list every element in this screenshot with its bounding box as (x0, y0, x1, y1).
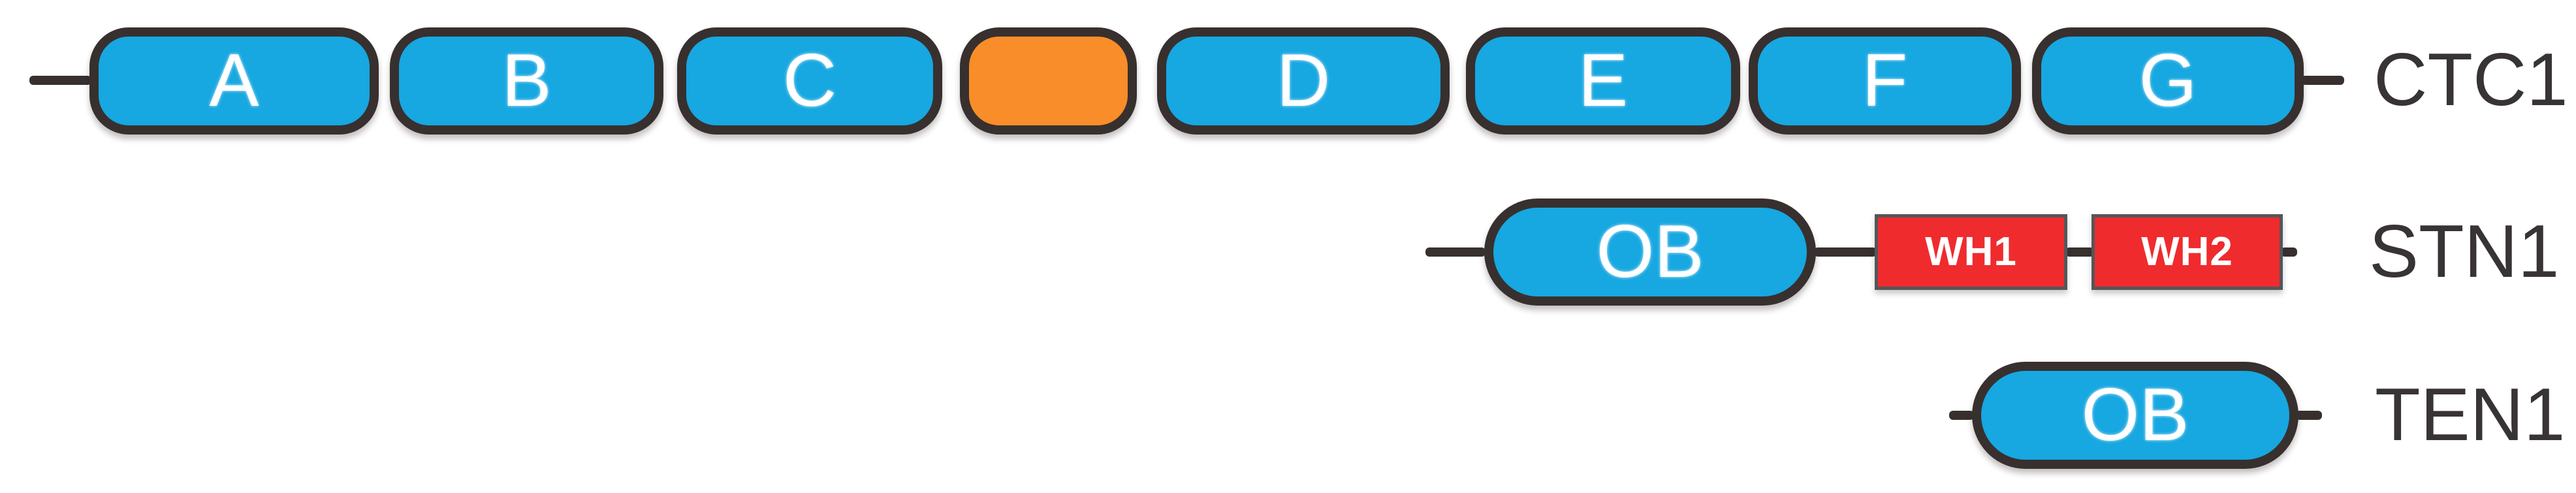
ctc1-protein-name-label: CTC1 (2374, 39, 2568, 121)
ten1-protein-name-label: TEN1 (2375, 374, 2566, 456)
stn1-wh2-domain-rect: WH2 (2091, 214, 2283, 290)
ctc1-domain-e-label: E (1578, 39, 1629, 122)
ctc1-domain-f-pill: F (1749, 27, 2021, 135)
ctc1-domain-g-label: G (2139, 39, 2197, 122)
ctc1-backbone-line-right (2301, 76, 2344, 85)
ctc1-domain-c-pill: C (677, 27, 942, 135)
stn1-ob-domain-label: OB (1596, 210, 1704, 293)
ctc1-domain-a-pill: A (89, 27, 379, 135)
stn1-backbone-line-middle (1814, 247, 1877, 257)
ten1-backbone-line-left (1949, 411, 1974, 420)
stn1-wh1-domain-rect: WH1 (1875, 214, 2067, 290)
stn1-backbone-line-between-wh (2065, 247, 2094, 257)
ten1-ob-domain-pill: OB (1972, 362, 2298, 469)
ctc1-domain-b-label: B (501, 39, 552, 122)
ctc1-domain-a-label: A (209, 39, 259, 122)
ctc1-domain-f-label: F (1862, 39, 1908, 122)
stn1-ob-domain-pill: OB (1484, 199, 1816, 306)
stn1-protein-name-label: STN1 (2369, 210, 2560, 293)
ctc1-domain-g-pill: G (2032, 27, 2304, 135)
stn1-backbone-line-right (2281, 247, 2297, 257)
stn1-wh2-domain-label: WH2 (2141, 229, 2233, 274)
ctc1-domain-d-label: D (1276, 39, 1331, 122)
ten1-backbone-line-right (2296, 411, 2322, 420)
ctc1-domain-c-label: C (782, 39, 837, 122)
ten1-ob-domain-label: OB (2081, 374, 2189, 456)
ctc1-domain-b-pill: B (390, 27, 663, 135)
stn1-wh1-domain-label: WH1 (1925, 229, 2017, 274)
ctc1-unlabeled-orange-domain-pill (960, 27, 1137, 135)
ctc1-backbone-line-left (29, 76, 91, 85)
ctc1-domain-e-pill: E (1466, 27, 1740, 135)
ctc1-domain-d-pill: D (1157, 27, 1450, 135)
stn1-backbone-line-left (1425, 247, 1486, 257)
